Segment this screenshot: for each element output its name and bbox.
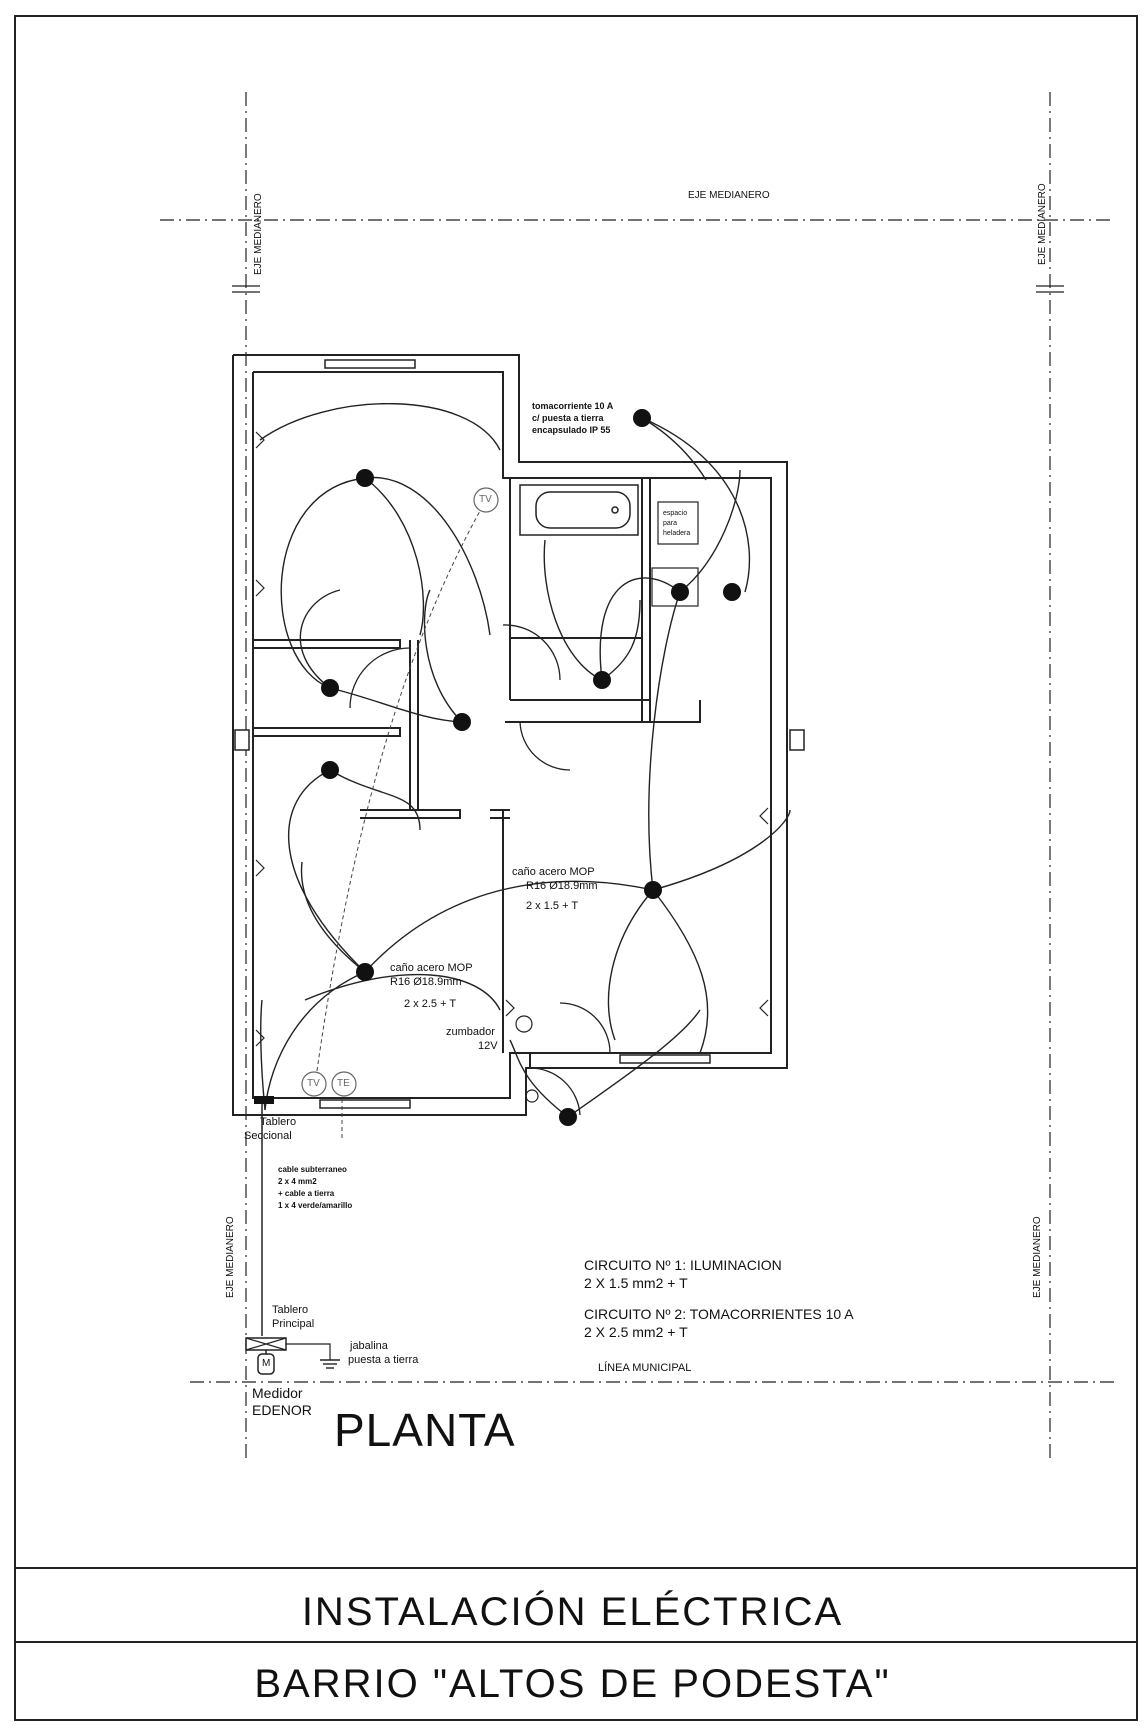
- tablero-principal-2: Principal: [272, 1318, 315, 1330]
- circuito-2-spec: 2 X 2.5 mm2 + T: [584, 1324, 688, 1340]
- jabalina-2: puesta a tierra: [348, 1354, 419, 1366]
- medidor-2: EDENOR: [252, 1402, 312, 1418]
- tv-label-1: TV: [479, 494, 492, 505]
- tablero-seccional-box: [254, 1096, 274, 1104]
- title-line-2: BARRIO "ALTOS DE PODESTA": [254, 1662, 891, 1706]
- walls: [232, 354, 788, 1116]
- zumbador-note-1: zumbador: [446, 1026, 495, 1038]
- tablero-seccional-1: Tablero: [260, 1116, 297, 1128]
- tablero-seccional-2: Seccional: [244, 1130, 292, 1142]
- outlet-symbols: [255, 431, 769, 1047]
- toma-note-1: tomacorriente 10 A: [532, 401, 614, 411]
- eje-top-label: EJE MEDIANERO: [688, 190, 770, 201]
- espacio-note-2: para: [663, 520, 678, 527]
- circuito-1-spec: 2 X 1.5 mm2 + T: [584, 1275, 688, 1291]
- cano2-note-1: caño acero MOP: [390, 962, 473, 974]
- tv-label-2: TV: [307, 1078, 320, 1089]
- buzzer-symbol: [515, 1015, 533, 1033]
- toma-note-3: encapsulado IP 55: [532, 425, 611, 435]
- axis-lines: [160, 92, 1115, 1460]
- eje-right-top-label: EJE MEDIANERO: [1037, 183, 1048, 265]
- windows: [234, 359, 805, 1109]
- cano1-note-1: caño acero MOP: [512, 866, 595, 878]
- eje-right-bottom-label: EJE MEDIANERO: [1032, 1216, 1043, 1298]
- meter-m: M: [262, 1358, 271, 1369]
- sheet-border: [14, 15, 1138, 1721]
- circuito-2-title: CIRCUITO Nº 2: TOMACORRIENTES 10 A: [584, 1306, 854, 1322]
- cano1-note-2: R16 Ø18.9mm: [526, 880, 598, 892]
- light-fixtures: [321, 409, 741, 1126]
- medidor-1: Medidor: [252, 1385, 303, 1401]
- door-swings: [349, 624, 611, 1116]
- circuito-1-title: CIRCUITO Nº 1: ILUMINACION: [584, 1257, 782, 1273]
- toma-note-2: c/ puesta a tierra: [532, 413, 604, 423]
- eje-left-bottom-label: EJE MEDIANERO: [225, 1216, 236, 1298]
- espacio-note-3: heladera: [663, 530, 691, 537]
- title-line-1: INSTALACIÓN ELÉCTRICA: [301, 1590, 844, 1634]
- te-label: TE: [337, 1078, 350, 1089]
- bell-symbol: [525, 1089, 539, 1103]
- cano2-note-2: R16 Ø18.9mm: [390, 976, 462, 988]
- ground-wire: [286, 1343, 331, 1360]
- espacio-note-1: espacio: [663, 510, 688, 517]
- tv-line: [314, 499, 487, 1086]
- media-circles: [301, 487, 499, 1097]
- cable-note-2: 2 x 4 mm2: [278, 1177, 317, 1186]
- tablero-principal-1: Tablero: [272, 1304, 309, 1316]
- bathtub: [519, 484, 639, 536]
- cable-note-4: 1 x 4 verde/amarillo: [278, 1201, 353, 1210]
- linea-municipal-label: LÍNEA MUNICIPAL: [598, 1362, 692, 1374]
- planta-heading: PLANTA: [334, 1404, 516, 1456]
- break-marks: [232, 285, 1064, 293]
- cano1-note-3: 2 x 1.5 + T: [526, 900, 579, 912]
- jabalina-1: jabalina: [350, 1340, 388, 1352]
- eje-left-top-label: EJE MEDIANERO: [253, 193, 264, 275]
- cable-note-3: + cable a tierra: [278, 1189, 335, 1198]
- wiring: [259, 403, 791, 1118]
- fridge-space: [657, 501, 699, 545]
- zumbador-note-2: 12V: [478, 1040, 498, 1052]
- ground-symbol: [320, 1359, 340, 1369]
- cano2-note-3: 2 x 2.5 + T: [404, 998, 457, 1010]
- cable-note-1: cable subterraneo: [278, 1165, 347, 1174]
